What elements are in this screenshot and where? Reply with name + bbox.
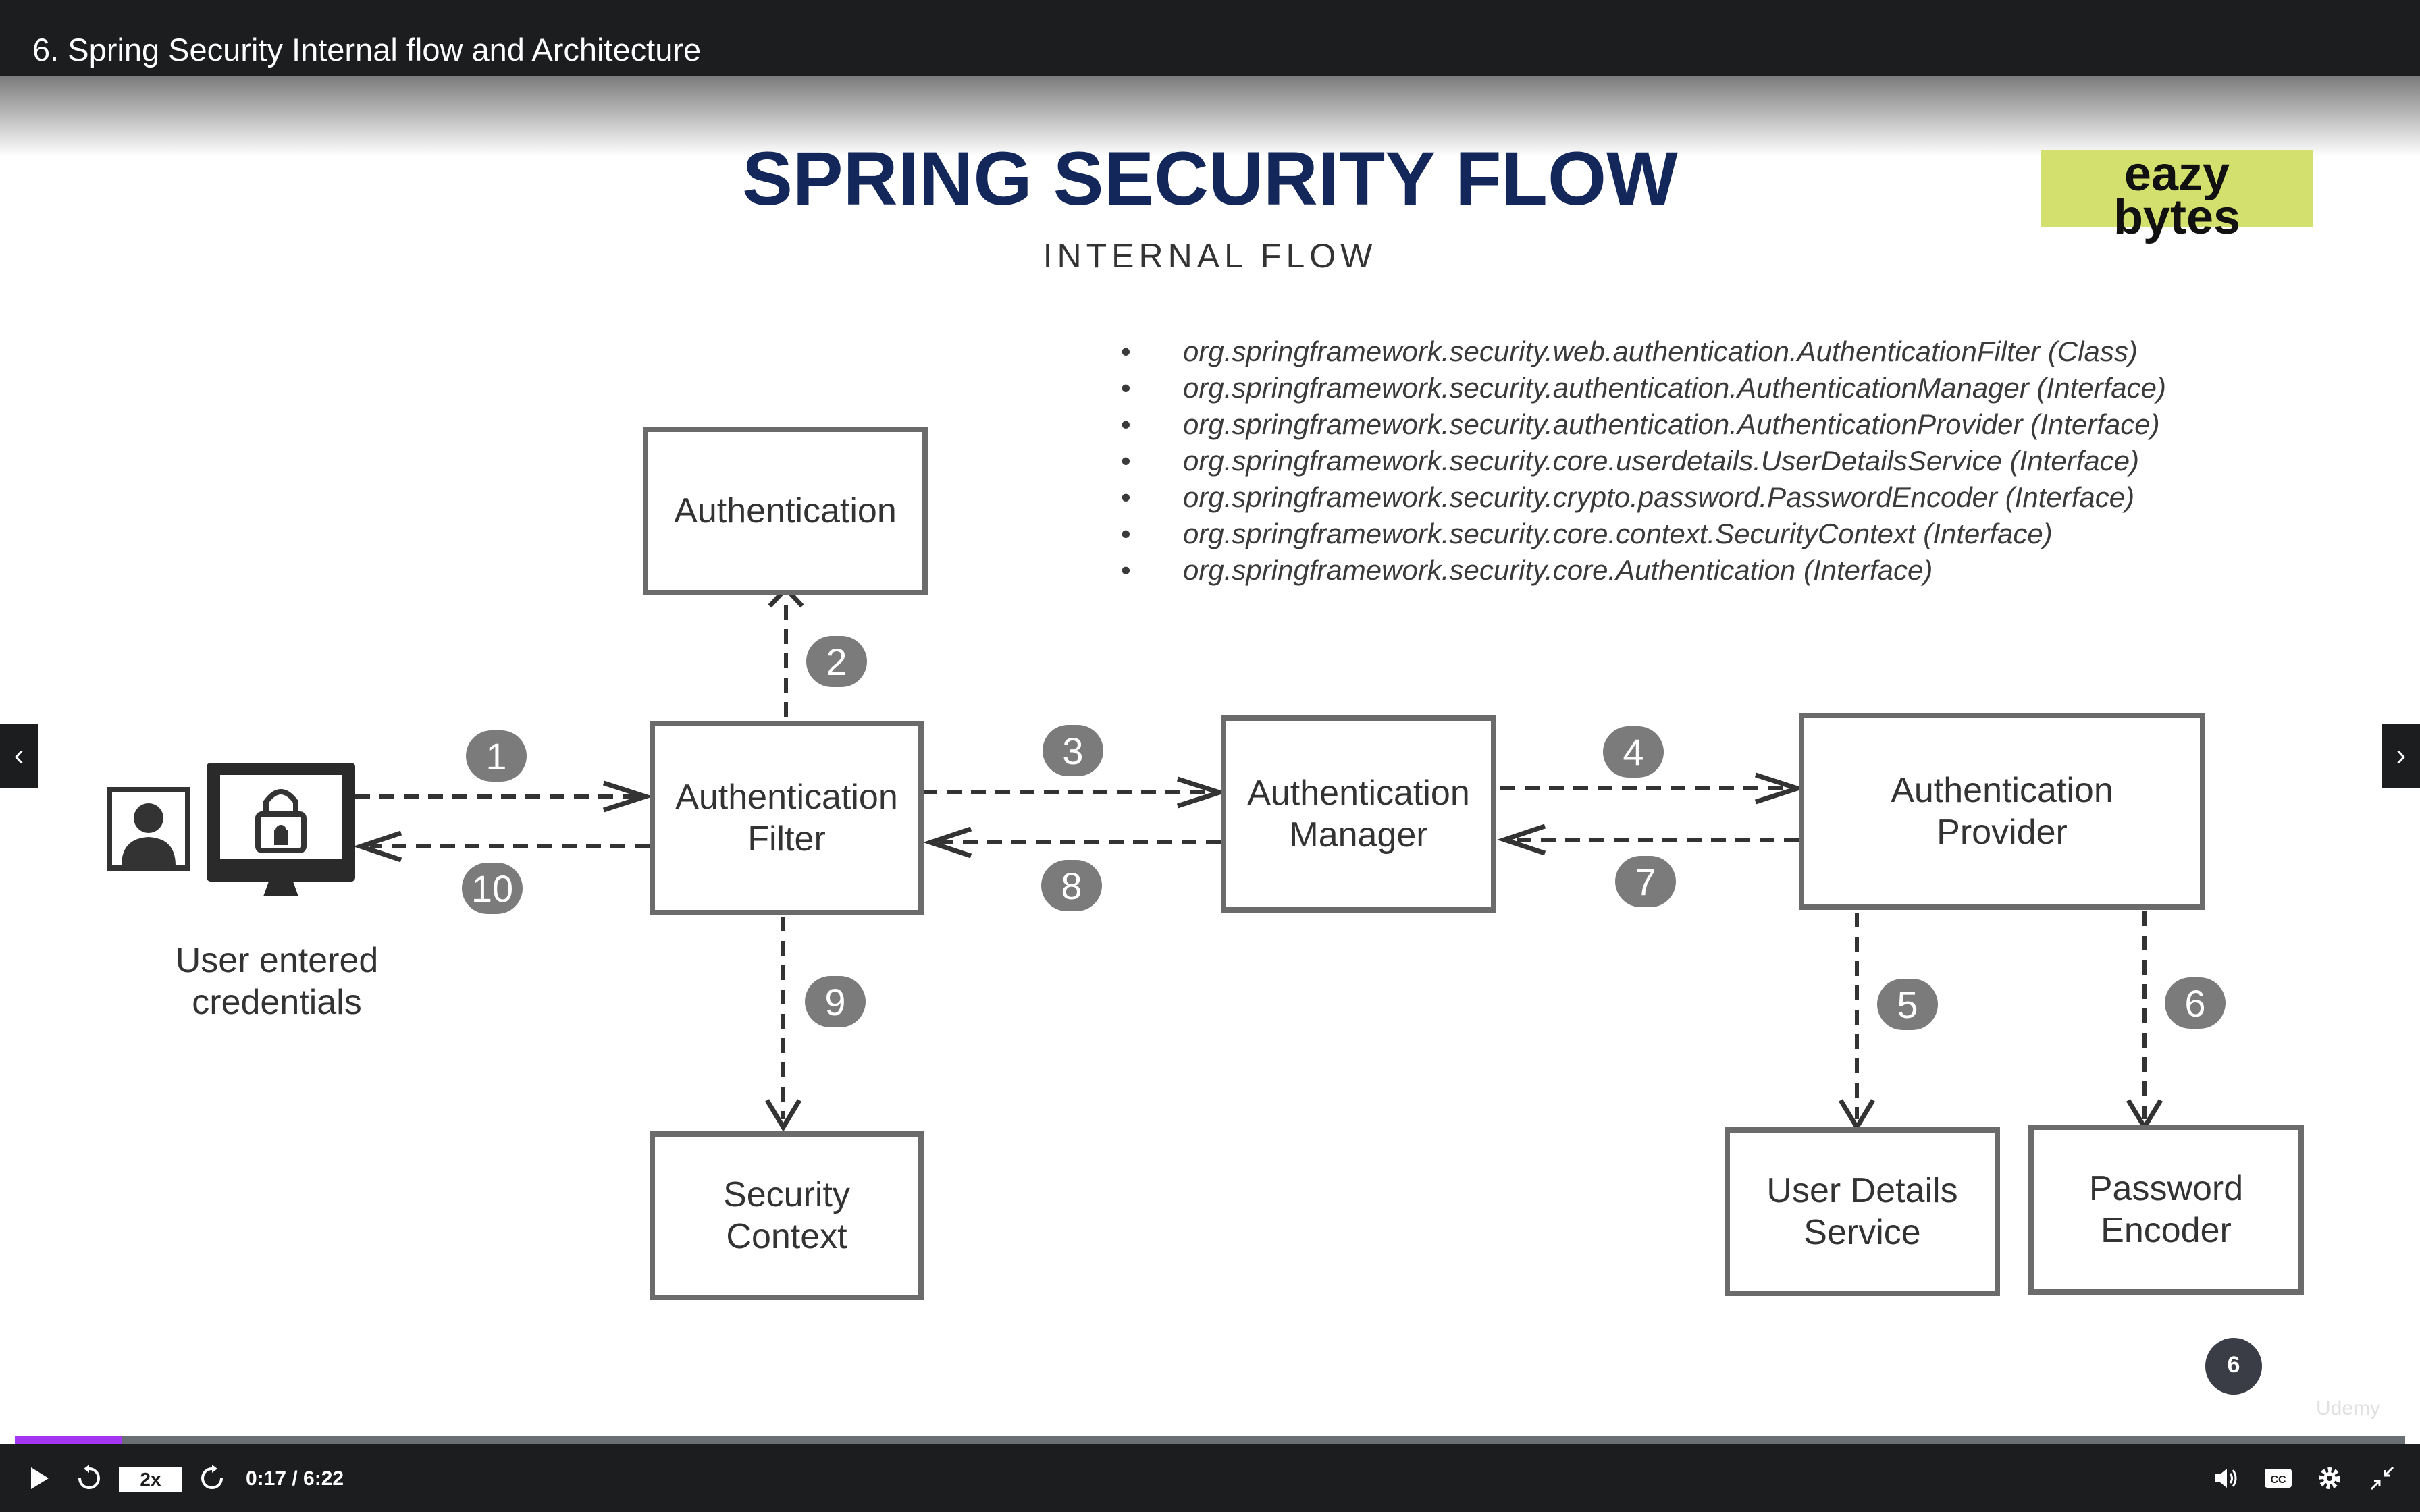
player-controls: 2x 0:17 / 6:22 CC: [0, 1444, 2420, 1512]
next-lecture-button[interactable]: ›: [2382, 724, 2420, 788]
step-badge-4: 4: [1603, 726, 1664, 778]
lock-monitor-icon: [207, 763, 355, 896]
box-label-line-1: Security: [723, 1175, 850, 1214]
box-label-line-2: Manager: [1289, 815, 1428, 855]
security-context-box: Security Context: [650, 1131, 924, 1300]
chevron-right-icon: ›: [2396, 738, 2406, 772]
arrowhead-4: [1754, 772, 1806, 805]
forward-button[interactable]: [199, 1465, 226, 1495]
slide-subtitle: INTERNAL FLOW: [1043, 237, 1377, 275]
rewind-icon: [78, 1465, 100, 1489]
arrowhead-8: [922, 826, 972, 859]
box-label-line-1: Authentication: [1891, 771, 2113, 810]
interface-list: org.springframework.security.web.authent…: [1121, 333, 2166, 589]
progress-fill: [15, 1436, 123, 1444]
chevron-left-icon: ‹: [14, 738, 24, 772]
list-item: org.springframework.security.core.Authen…: [1121, 552, 2166, 589]
user-icon: [107, 787, 190, 871]
arrowhead-7: [1496, 824, 1546, 856]
logo-line-2: bytes: [2113, 190, 2241, 244]
step-badge-10: 10: [462, 863, 523, 914]
box-label: Authentication: [674, 491, 897, 531]
slide-title: SPRING SECURITY FLOW: [742, 136, 1678, 221]
flow-arrows: [352, 585, 2163, 1132]
video-header: [0, 0, 2420, 76]
authentication-box: Authentication: [643, 427, 928, 595]
box-label-line-1: Authentication: [675, 778, 898, 817]
play-icon: [31, 1467, 49, 1489]
box-label-line-1: Password: [2088, 1169, 2244, 1208]
header-shadow: [0, 76, 2420, 157]
box-label-line-2: Filter: [747, 819, 826, 859]
box-label-line-2: Context: [726, 1217, 847, 1256]
box-label-line-2: Encoder: [2101, 1211, 2232, 1250]
list-item: org.springframework.security.authenticat…: [1121, 406, 2166, 443]
volume-icon: [2215, 1469, 2237, 1488]
user-caption-line-1: User entered: [175, 941, 379, 980]
step-badge-6: 6: [2165, 977, 2226, 1029]
authentication-filter-box: Authentication Filter: [650, 721, 924, 915]
list-item: org.springframework.security.core.userde…: [1121, 443, 2166, 479]
box-label-line-1: User Details: [1766, 1171, 1958, 1210]
rewind-button[interactable]: [76, 1465, 103, 1495]
volume-button[interactable]: [2212, 1465, 2239, 1495]
video-title: 6. Spring Security Internal flow and Arc…: [32, 32, 702, 68]
box-label-line-1: Authentication: [1247, 774, 1470, 813]
previous-lecture-button[interactable]: ‹: [0, 724, 38, 788]
eazybytes-logo: eazy bytes: [2041, 147, 2313, 242]
forward-icon: [201, 1465, 223, 1489]
logo-line-1: eazy: [2124, 147, 2230, 201]
play-button[interactable]: [26, 1465, 53, 1495]
password-encoder-box: Password Encoder: [2028, 1125, 2304, 1295]
progress-bar[interactable]: [15, 1436, 2405, 1444]
playback-speed-button[interactable]: 2x: [119, 1467, 182, 1492]
arrowhead-10: [352, 830, 402, 863]
step-badge-2: 2: [806, 636, 867, 687]
step-badge-5: 5: [1877, 979, 1938, 1030]
time-display: 0:17 / 6:22: [246, 1467, 344, 1490]
captions-button[interactable]: CC: [2263, 1465, 2293, 1495]
slide-page-badge: 6: [2205, 1338, 2262, 1395]
user-caption-line-2: credentials: [192, 983, 362, 1022]
list-item: org.springframework.security.web.authent…: [1121, 333, 2166, 370]
gear-icon: [2319, 1467, 2340, 1489]
slide: SPRING SECURITY FLOW INTERNAL FLOW eazy …: [0, 76, 2420, 1436]
exit-fullscreen-icon: [2370, 1466, 2394, 1490]
step-badge-3: 3: [1043, 725, 1103, 776]
udemy-watermark: Udemy: [2316, 1397, 2381, 1420]
arrowhead-9: [764, 1099, 802, 1132]
authentication-manager-box: Authentication Manager: [1221, 716, 1496, 913]
list-item: org.springframework.security.authenticat…: [1121, 370, 2166, 406]
user-caption: User entered credentials: [149, 940, 405, 1023]
user-details-service-box: User Details Service: [1725, 1127, 2000, 1296]
list-item: org.springframework.security.crypto.pass…: [1121, 479, 2166, 516]
step-badge-8: 8: [1041, 860, 1102, 911]
exit-fullscreen-button[interactable]: [2369, 1465, 2396, 1495]
step-badge-7: 7: [1615, 856, 1676, 907]
svg-text:CC: CC: [2270, 1474, 2286, 1486]
box-label-line-2: Service: [1804, 1213, 1921, 1252]
arrowhead-1: [602, 780, 654, 813]
step-badge-9: 9: [805, 976, 866, 1027]
cc-icon: CC: [2265, 1469, 2292, 1488]
step-badge-1: 1: [466, 730, 527, 782]
box-label-line-2: Provider: [1937, 813, 2068, 852]
arrowhead-3: [1176, 776, 1228, 809]
settings-button[interactable]: [2316, 1465, 2343, 1495]
list-item: org.springframework.security.core.contex…: [1121, 516, 2166, 552]
authentication-provider-box: Authentication Provider: [1799, 713, 2205, 910]
